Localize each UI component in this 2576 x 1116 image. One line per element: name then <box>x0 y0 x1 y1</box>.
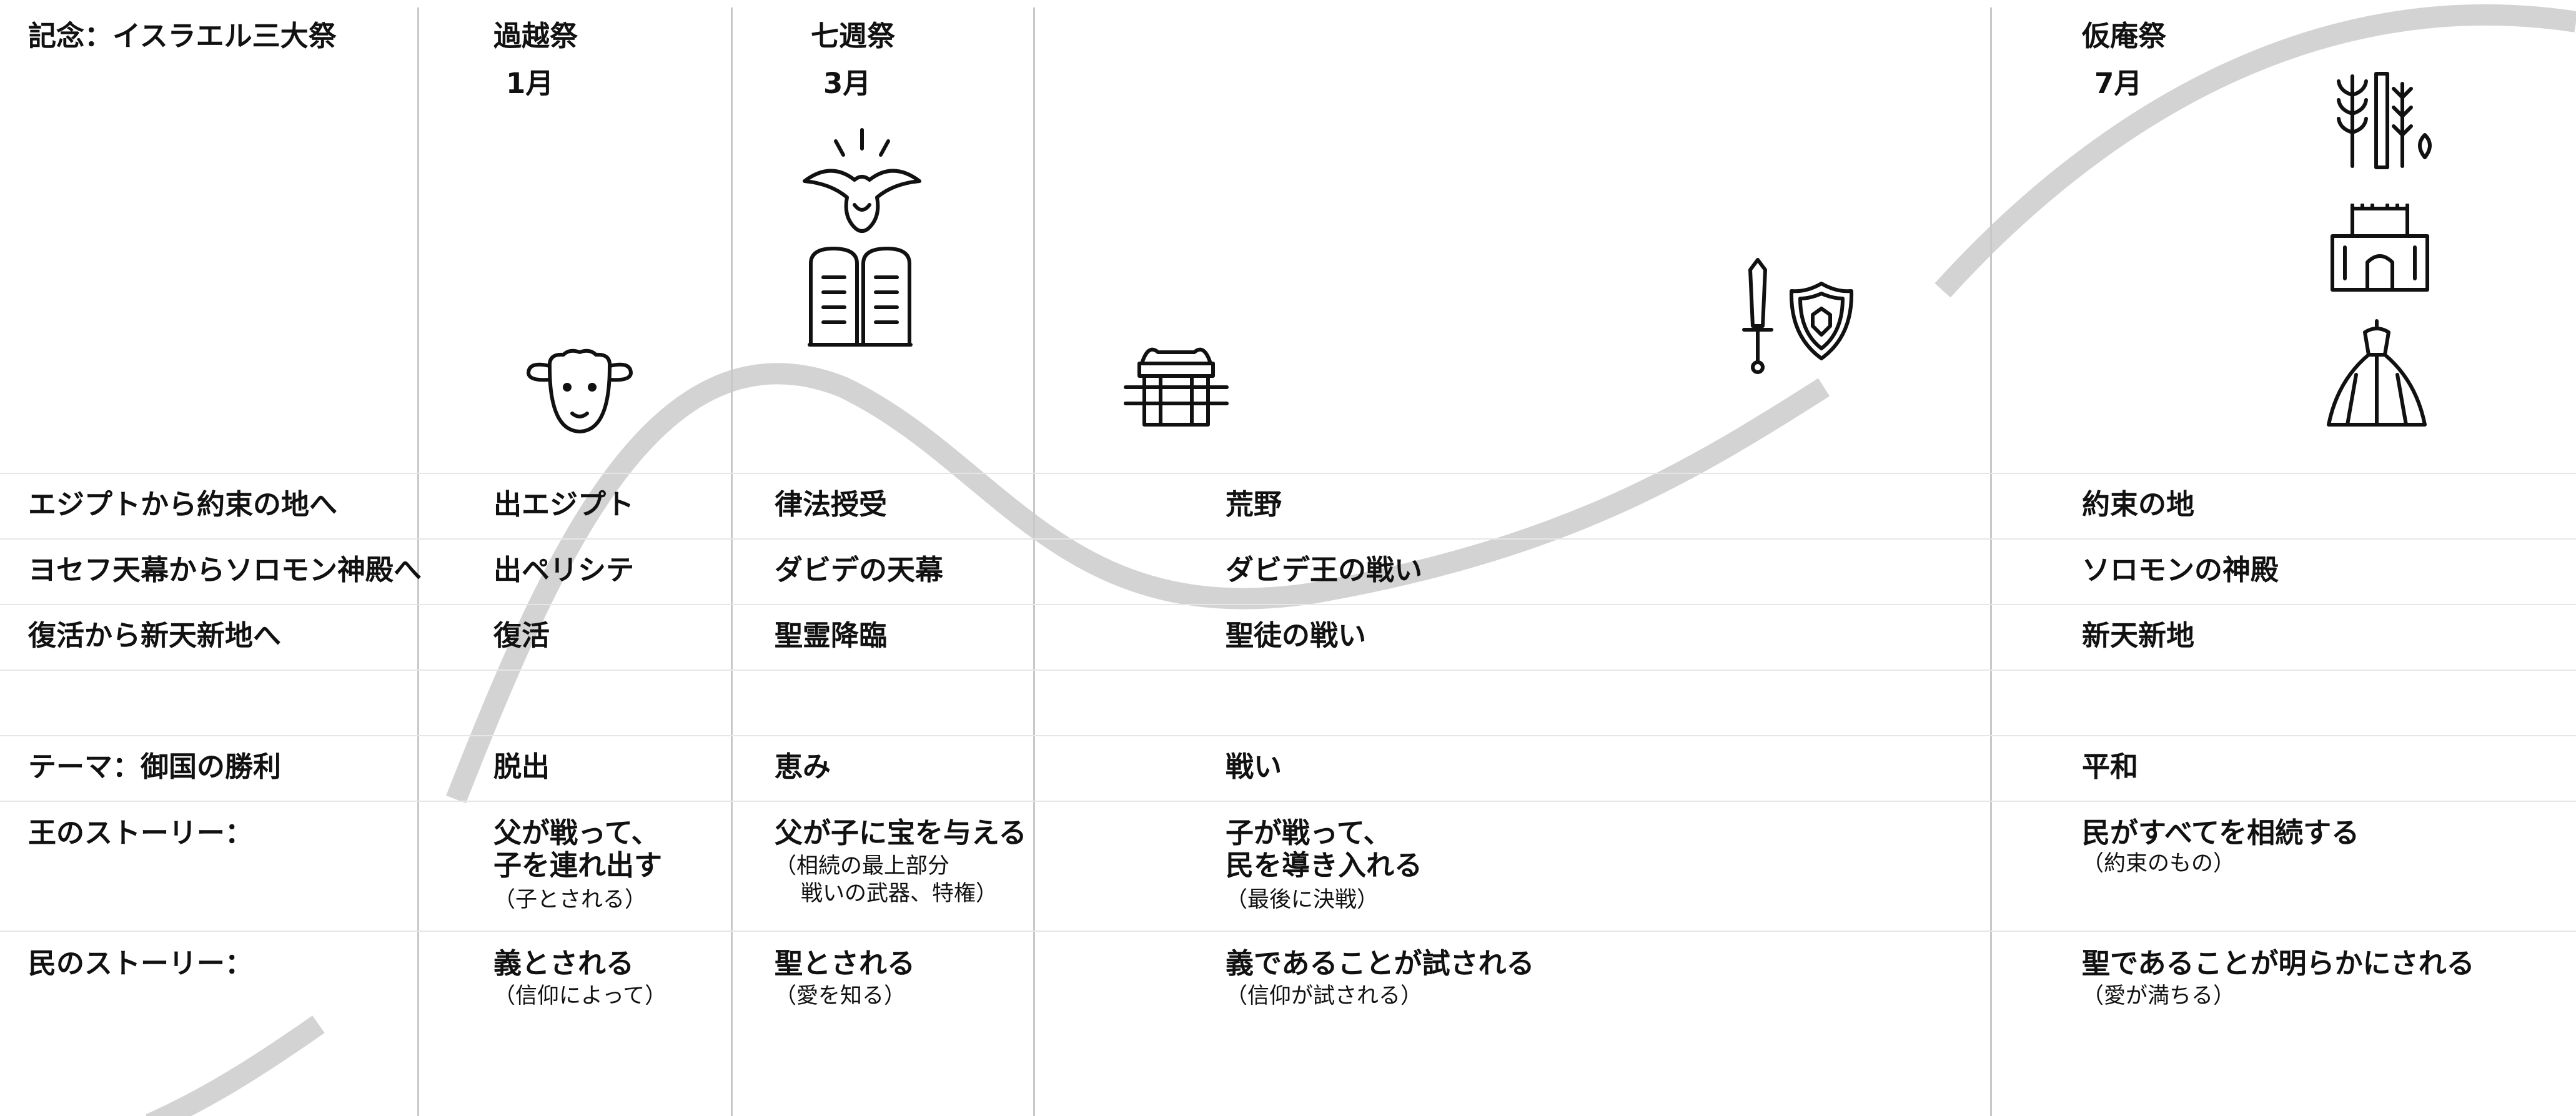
row-divider <box>0 473 2576 474</box>
theme-label: テーマ：御国の勝利 <box>28 750 282 783</box>
row-cell: 新天新地 <box>2082 619 2195 652</box>
festival-name: 七週祭 <box>811 19 896 52</box>
king-story-main: 民を導き入れる <box>1226 849 1423 882</box>
row-label: ヨセフ天幕からソロモン神殿へ <box>28 553 422 586</box>
bridal-dress-icon <box>2325 319 2429 428</box>
theme-cell: 脱出 <box>493 750 550 783</box>
shield-icon <box>1788 280 1855 362</box>
people-story-main: 聖であることが明らかにされる <box>2082 947 2475 980</box>
king-story-sub: 戦いの武器、特権） <box>801 881 998 906</box>
king-story-sub: （最後に決戦） <box>1226 887 1379 912</box>
king-story-sub: （相続の最上部分 <box>775 854 950 879</box>
grain-icon <box>2331 70 2437 170</box>
king-story-main: 子が戦って、 <box>1226 816 1392 849</box>
people-story-sub: （信仰が試される） <box>1226 984 1423 1009</box>
column-divider <box>1033 7 1035 1116</box>
king-story-label: 王のストーリー： <box>28 816 254 849</box>
row-cell: 出ペリシテ <box>493 553 635 586</box>
temple-icon <box>2327 204 2432 292</box>
ark-icon <box>1123 341 1229 428</box>
festival-month: 7月 <box>2094 67 2143 100</box>
sheep-icon <box>525 348 635 436</box>
people-story-main: 義とされる <box>493 947 635 980</box>
row-divider <box>0 735 2576 736</box>
column-divider <box>731 7 733 1116</box>
header-label: 記念：イスラエル三大祭 <box>28 19 337 52</box>
row-divider <box>0 669 2576 671</box>
people-story-label: 民のストーリー： <box>28 947 254 980</box>
king-story-main: 父が戦って、 <box>493 816 660 849</box>
theme-cell: 平和 <box>2082 750 2139 783</box>
row-label: 復活から新天新地へ <box>28 619 282 652</box>
row-cell: 聖徒の戦い <box>1226 619 1367 652</box>
row-cell: 出エジプト <box>493 488 635 521</box>
king-story-main: 父が子に宝を与える <box>775 816 1027 849</box>
people-story-sub: （愛を知る） <box>775 984 906 1009</box>
people-story-sub: （信仰によって） <box>493 984 667 1009</box>
people-story-main: 聖とされる <box>775 947 916 980</box>
row-divider <box>0 801 2576 802</box>
people-story-sub: （愛が満ちる） <box>2082 984 2236 1009</box>
row-cell: ソロモンの神殿 <box>2082 553 2279 586</box>
row-divider <box>0 604 2576 605</box>
row-divider <box>0 931 2576 932</box>
row-cell: 聖霊降臨 <box>775 619 888 652</box>
festival-month: 1月 <box>506 67 554 100</box>
row-cell: ダビデ王の戦い <box>1226 553 1423 586</box>
row-cell: ダビデの天幕 <box>775 553 944 586</box>
row-label: エジプトから約束の地へ <box>28 488 338 521</box>
sword-icon <box>1740 256 1775 375</box>
row-divider <box>0 538 2576 540</box>
theme-cell: 戦い <box>1226 750 1282 783</box>
row-cell: 約束の地 <box>2082 488 2195 521</box>
king-story-sub: （約束のもの） <box>2082 851 2236 876</box>
festival-month: 3月 <box>823 67 871 100</box>
row-cell: 荒野 <box>1226 488 1282 521</box>
column-divider <box>417 7 419 1116</box>
row-cell: 復活 <box>493 619 550 652</box>
stone-tablets-icon <box>807 245 913 347</box>
dove-icon <box>800 124 924 236</box>
king-story-main: 子を連れ出す <box>493 849 663 882</box>
festival-name: 仮庵祭 <box>2082 19 2167 52</box>
festival-name: 過越祭 <box>493 19 578 52</box>
king-story-main: 民がすべてを相続する <box>2082 816 2360 849</box>
king-story-sub: （子とされる） <box>493 887 647 912</box>
column-divider <box>1990 7 1992 1116</box>
row-cell: 律法授受 <box>775 488 888 521</box>
theme-cell: 恵み <box>775 750 831 783</box>
people-story-main: 義であることが試される <box>1226 947 1535 980</box>
